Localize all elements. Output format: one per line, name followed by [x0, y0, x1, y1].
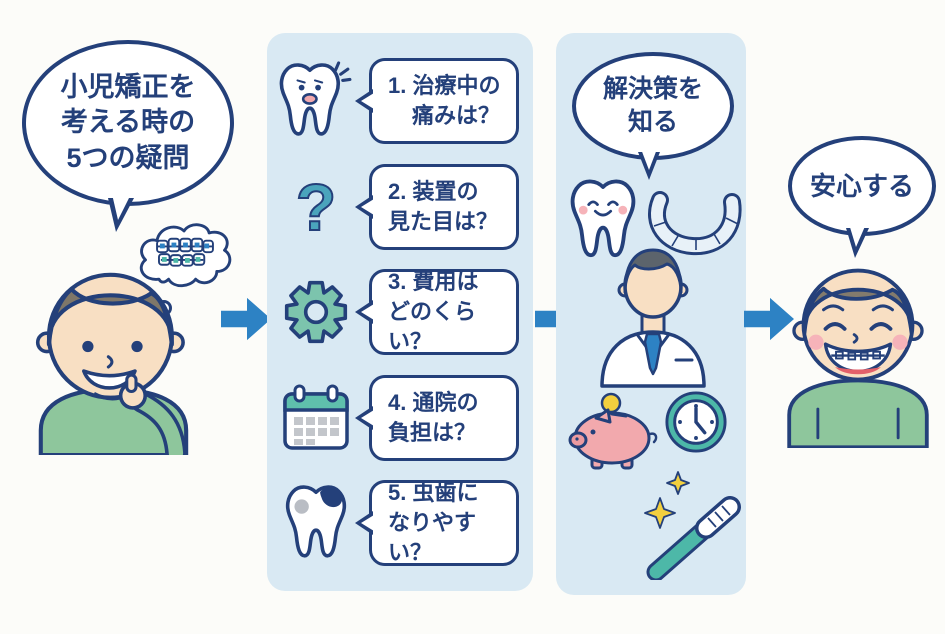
clock-icon: [664, 390, 728, 454]
question-row-1: 1. 治療中の 痛みは？: [277, 49, 523, 153]
thought-bubble: [132, 212, 238, 304]
happy-tooth-icon: [566, 176, 640, 264]
question-mark-icon: ?: [295, 169, 337, 245]
question-bubble-3: 3. 費用は どのくらい？: [355, 269, 519, 355]
intro-bubble-line1: 小児矯正を: [60, 71, 196, 102]
relief-bubble-tail-fill: [849, 224, 866, 247]
question-1-line1: 1. 治療中の: [388, 73, 501, 99]
solution-bubble-tail-fill: [641, 149, 657, 170]
question-4-line1: 4. 通院の: [388, 389, 479, 415]
question-bubble-4: 4. 通院の 負担は？: [355, 374, 519, 461]
question-row-2: ? 2. 装置の 見た目は？: [277, 155, 523, 259]
relieved-boy-with-braces: [772, 246, 944, 448]
intro-bubble-line3: 5つの疑問: [66, 142, 190, 173]
question-bubble-1: 1. 治療中の 痛みは？: [355, 58, 519, 144]
gear-icon: [277, 279, 355, 345]
question-2-line1: 2. 装置の: [388, 178, 479, 204]
question-3-line1: 3. 費用は: [388, 269, 479, 295]
intro-speech-bubble: 小児矯正を 考える時の 5つの疑問: [22, 40, 234, 206]
solution-bubble-line2: 知る: [627, 108, 678, 136]
thinking-boy: [12, 240, 217, 455]
questions-panel: 1. 治療中の 痛みは？ ? 2. 装置の 見た目は？ 3. 費用は どのくらい…: [267, 33, 533, 591]
question-4-line2: 負担は？: [388, 419, 477, 445]
worried-tooth-icon: [277, 59, 355, 143]
question-3-line2: どのくらい？: [388, 299, 477, 354]
braces-teeth-icon: [156, 237, 214, 267]
relief-bubble-text: 安心する: [809, 170, 914, 201]
question-bubble-5: 5. 虫歯に なりやすい？: [355, 480, 519, 566]
question-1-line2: 痛みは？: [412, 103, 501, 128]
question-5-line1: 5. 虫歯に: [388, 480, 479, 506]
question-5-line2: なりやすい？: [388, 510, 477, 565]
intro-bubble-line2: 考える時の: [60, 107, 196, 138]
sparkle-icon: [644, 470, 744, 580]
question-row-3: 3. 費用は どのくらい？: [277, 260, 523, 364]
dentist-figure: [588, 238, 718, 388]
piggy-bank-icon: [566, 406, 658, 472]
cavity-tooth-icon: [277, 482, 355, 564]
aligner-icon: [644, 188, 744, 256]
calendar-icon: [277, 384, 355, 452]
question-row-5: 5. 虫歯に なりやすい？: [277, 471, 523, 575]
toothbrush-icon: [646, 496, 741, 580]
relief-speech-bubble: 安心する: [788, 136, 936, 236]
intro-bubble-tail-fill: [112, 194, 131, 220]
solution-speech-bubble: 解決策を 知る: [572, 52, 734, 160]
solution-bubble-line1: 解決策を: [602, 75, 703, 103]
question-row-4: 4. 通院の 負担は？: [277, 366, 523, 470]
question-bubble-2: 2. 装置の 見た目は？: [355, 163, 519, 250]
question-2-line2: 見た目は？: [388, 208, 499, 234]
